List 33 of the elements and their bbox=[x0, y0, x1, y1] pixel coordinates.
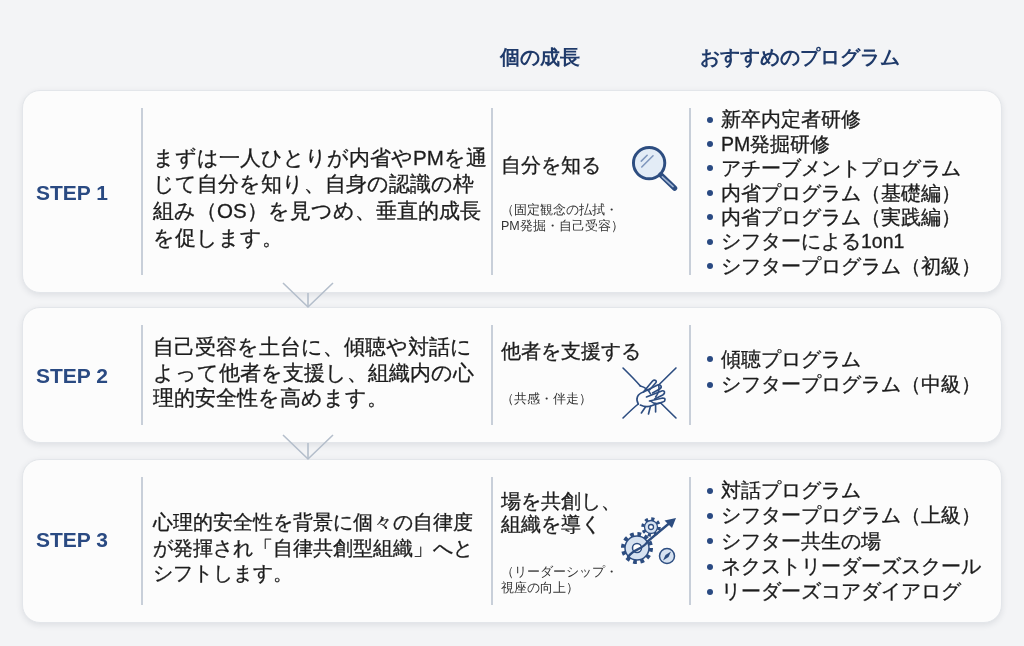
growth-heading: 他者を支援する bbox=[501, 339, 641, 364]
program-item: シフタープログラム（上級） bbox=[721, 503, 981, 529]
program-item: シフタープログラム（中級） bbox=[721, 372, 981, 398]
program-item: 内省プログラム（実践編） bbox=[721, 204, 961, 230]
program-item: シフタープログラム（初級） bbox=[721, 253, 981, 279]
program-item: アチーブメントプログラム bbox=[721, 156, 961, 181]
program-item: シフター共生の場 bbox=[721, 528, 881, 554]
growth-subtext: （リーダーシップ・視座の向上） bbox=[501, 563, 619, 596]
program-item: シフターによる1on1 bbox=[721, 229, 905, 254]
program-item: PM発掘研修 bbox=[721, 131, 831, 157]
step-description: まずは一人ひとりが内省やPMを通じて自分を知り、自身の認識の枠組み（OS）を見つめ、垂直的成長を促します。 bbox=[153, 144, 488, 251]
program-item: 対話プログラム bbox=[721, 478, 861, 503]
step-label: STEP 3 bbox=[36, 528, 108, 552]
column-heading: おすすめのプログラム bbox=[700, 45, 900, 70]
column-heading: 個の成長 bbox=[500, 45, 580, 70]
step-description: 自己受容を土台に、傾聴や対話によって他者を支援し、組織内の心理的安全性を高めます。 bbox=[153, 334, 475, 411]
step-label: STEP 2 bbox=[36, 364, 108, 388]
program-item: 内省プログラム（基礎編） bbox=[721, 180, 961, 205]
step-description: 心理的安全性を背景に個々の自律度が発揮され「自律共創型組織」へとシフトします。 bbox=[153, 510, 474, 586]
step-card bbox=[22, 90, 1002, 293]
step-card bbox=[22, 459, 1002, 623]
arrow bbox=[282, 434, 334, 460]
program-item: 傾聴プログラム bbox=[721, 346, 861, 372]
program-item: リーダーズコアダイアログ bbox=[721, 579, 961, 605]
growth-heading: 場を共創し、組織を導く bbox=[501, 489, 622, 536]
arrow bbox=[282, 282, 334, 308]
step-label: STEP 1 bbox=[36, 181, 108, 205]
growth-subtext: （固定観念の払拭・PM発掘・自己受容） bbox=[501, 202, 625, 234]
growth-heading: 自分を知る bbox=[501, 153, 601, 178]
program-item: 新卒内定者研修 bbox=[721, 107, 861, 132]
program-item: ネクストリーダーズスクール bbox=[721, 553, 981, 579]
growth-subtext: （共感・伴走） bbox=[501, 391, 592, 407]
step-card bbox=[22, 307, 1002, 443]
